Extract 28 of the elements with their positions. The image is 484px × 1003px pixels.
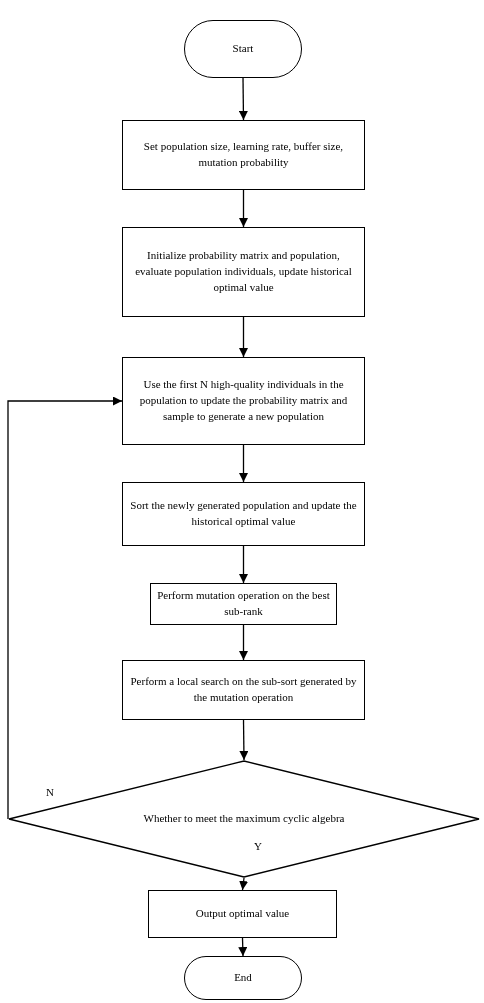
process-box: [122, 120, 365, 190]
arrow: [239, 877, 249, 891]
node-text: End: [234, 970, 252, 986]
node-text: Whether to meet the maximum cyclic algebra: [143, 811, 345, 827]
node-text: Start: [232, 41, 254, 57]
process-box: [148, 890, 337, 938]
node-text: Initialize probability matrix and population, evaluate population individuals, update historical optimal value: [134, 248, 353, 295]
node-text: Sort the newly generated population and update the historical optimal value: [129, 498, 358, 529]
process-box: [122, 482, 365, 546]
node-text: Use the first N high-quality individuals in the population to update the probability matrix and sample to generate a new population: [138, 377, 349, 424]
node-text: Perform mutation operation on the best sub-rank: [157, 588, 330, 619]
arrow: [239, 444, 248, 483]
process-box: [122, 357, 365, 445]
arrow: [238, 937, 248, 957]
arrow: [239, 189, 248, 228]
process-box: [122, 227, 365, 317]
arrow: [239, 545, 248, 584]
arrow: [239, 719, 249, 761]
decision-diamond: [8, 760, 480, 878]
arrow: [238, 77, 248, 121]
process-box: [150, 583, 337, 625]
process-box: [122, 660, 365, 720]
node-text: Perform a local search on the sub-sort generated by the mutation operation: [129, 674, 358, 705]
node-text: Output optimal value: [195, 906, 290, 922]
node-text: Set population size, learning rate, buffer size, mutation probability: [142, 139, 345, 170]
arrow: [7, 396, 123, 820]
arrow: [239, 316, 248, 358]
arrow: [239, 624, 248, 661]
